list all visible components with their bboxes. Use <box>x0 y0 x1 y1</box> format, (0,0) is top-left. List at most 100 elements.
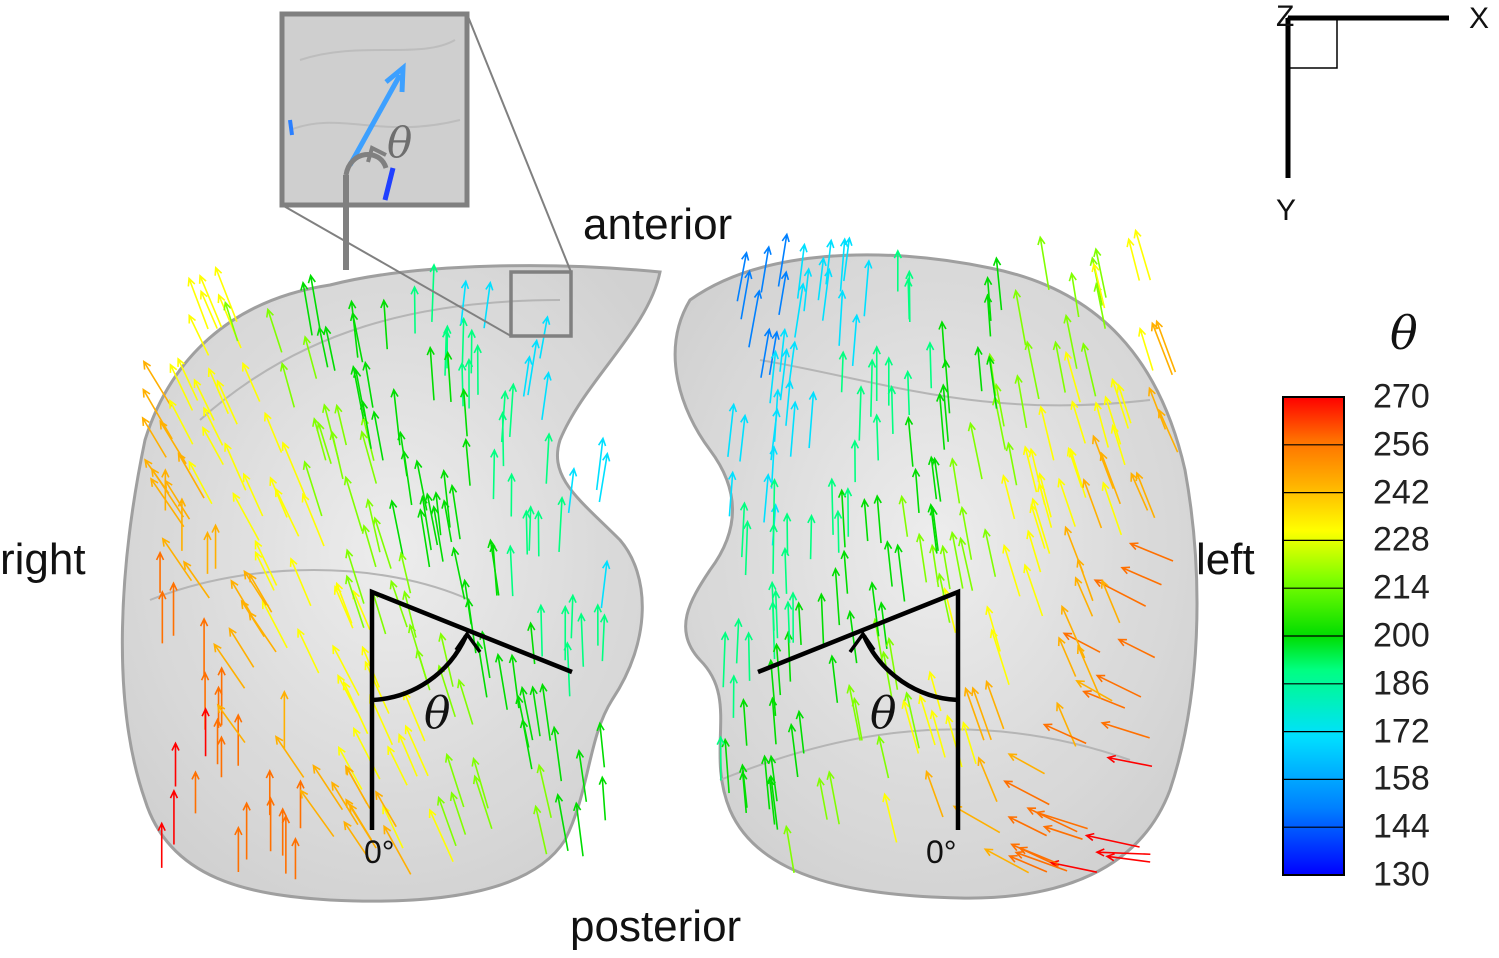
vector-arrow <box>770 477 779 533</box>
vector-arrow <box>263 411 283 453</box>
axis-label-z: Z <box>1276 0 1295 33</box>
vector-arrow <box>593 603 603 646</box>
vector-arrow <box>720 630 730 688</box>
vector-arrow <box>1106 754 1153 768</box>
vector-arrow <box>1030 497 1051 554</box>
vector-arrow <box>772 642 782 696</box>
vector-arrow <box>561 604 570 661</box>
vector-arrow <box>904 691 920 749</box>
vector-arrow <box>783 824 795 873</box>
vector-arrow <box>868 581 880 637</box>
vector-arrow <box>1063 350 1081 403</box>
vector-arrow <box>851 313 861 366</box>
vector-arrow <box>375 790 397 828</box>
vector-arrow <box>1056 701 1077 747</box>
vector-arrow <box>846 609 858 664</box>
vector-arrow <box>958 536 974 591</box>
vector-arrow <box>1057 636 1077 677</box>
vector-arrow <box>600 559 611 609</box>
vector-arrow <box>230 579 253 616</box>
vector-arrow <box>817 256 827 301</box>
vector-arrow <box>199 289 218 329</box>
vector-arrow <box>1148 386 1167 430</box>
vector-arrow <box>228 627 255 668</box>
vector-arrow <box>426 345 435 401</box>
vector-arrow <box>350 365 365 420</box>
vector-arrow <box>242 472 264 517</box>
vector-arrow <box>739 698 749 746</box>
vector-arrow <box>424 492 439 546</box>
vector-arrow <box>880 650 893 698</box>
vector-arrow <box>1103 395 1122 445</box>
vector-arrow <box>568 593 577 639</box>
vector-arrow <box>833 509 843 553</box>
vector-arrow <box>448 483 461 540</box>
vector-arrow <box>494 652 509 710</box>
vector-arrow <box>846 683 861 741</box>
vector-arrow <box>169 363 194 411</box>
vector-arrow <box>1024 340 1040 400</box>
vector-arrow <box>211 523 220 569</box>
vector-arrow <box>417 508 431 568</box>
vector-arrow <box>983 848 1030 874</box>
theta-label-inset: θ <box>387 118 413 167</box>
vector-arrow <box>234 713 243 766</box>
vector-arrow <box>382 804 404 849</box>
vector-arrow <box>527 338 540 396</box>
vector-arrow <box>1064 525 1084 574</box>
vector-arrow <box>739 501 749 558</box>
vector-arrow <box>536 763 552 818</box>
vector-arrow <box>177 452 205 499</box>
vector-arrow <box>1070 400 1087 444</box>
vector-arrow <box>232 492 260 541</box>
vector-arrow <box>882 792 898 843</box>
zero-degree-left: 0° <box>926 834 957 870</box>
vector-arrow <box>1101 481 1123 536</box>
vector-arrow <box>169 581 178 636</box>
vector-arrow <box>767 754 778 802</box>
vector-arrow <box>1001 474 1016 520</box>
vector-arrow <box>522 509 531 555</box>
theta-label-right: θ <box>424 688 451 739</box>
vector-arrow <box>1035 810 1088 830</box>
vector-arrow <box>567 467 578 514</box>
vector-arrow <box>389 499 404 557</box>
vector-arrow <box>1080 342 1097 397</box>
vector-arrow <box>916 532 928 583</box>
vector-arrow <box>787 722 799 778</box>
vector-arrow <box>457 678 474 725</box>
vector-arrow <box>213 642 246 689</box>
vector-arrow <box>918 694 936 746</box>
vector-arrow <box>541 371 552 421</box>
vector-arrow <box>939 544 951 590</box>
angle-marker-left <box>757 588 961 830</box>
angle-marker-right <box>369 588 573 830</box>
vector-arrow <box>884 356 893 406</box>
vector-arrow <box>1075 679 1113 702</box>
colorbar-tick-label: 130 <box>1373 855 1430 894</box>
vector-arrow <box>784 600 793 643</box>
vector-arrow <box>1042 824 1083 840</box>
vector-arrow <box>1133 228 1152 281</box>
vector-arrow <box>779 327 789 372</box>
vector-arrow <box>451 546 466 600</box>
vector-arrow <box>794 601 804 646</box>
vector-arrow <box>931 456 942 502</box>
vector-arrow <box>924 769 944 818</box>
vector-arrow <box>359 400 372 449</box>
vector-arrow <box>768 696 778 745</box>
vector-arrow <box>760 327 773 378</box>
vector-arrow <box>398 732 418 777</box>
vector-arrow <box>1091 262 1106 309</box>
vector-arrow <box>241 361 261 402</box>
vector-arrow <box>142 360 172 407</box>
vector-arrow <box>761 754 771 810</box>
vector-arrow <box>1082 478 1103 529</box>
vector-arrow <box>199 617 209 677</box>
vector-arrow <box>380 298 389 350</box>
vector-arrow <box>487 538 500 596</box>
vector-arrow <box>519 685 534 741</box>
vector-arrow <box>1095 674 1142 698</box>
right-lung-fissure <box>149 299 561 601</box>
vector-arrow <box>280 690 289 750</box>
